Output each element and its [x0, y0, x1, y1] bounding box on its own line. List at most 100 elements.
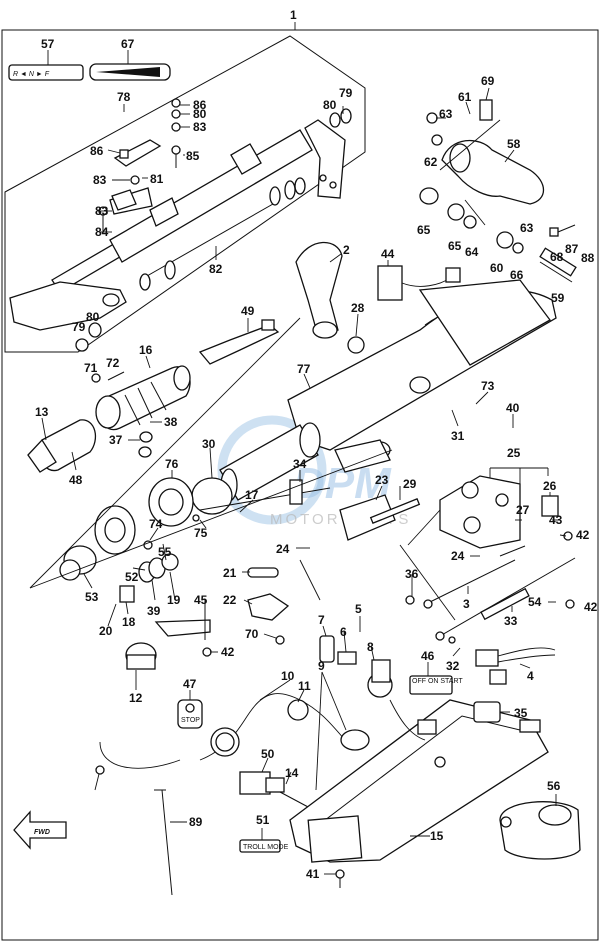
part-71	[91, 373, 101, 383]
label-77: 77	[297, 362, 311, 376]
key-switch-group	[319, 635, 437, 741]
label-80-a: 80	[193, 107, 207, 121]
label-42-b: 42	[584, 600, 598, 614]
label-63-a: 63	[439, 107, 453, 121]
label-80-b: 80	[323, 98, 337, 112]
label-16: 16	[139, 343, 153, 357]
stop-tag-text: STOP	[181, 717, 200, 724]
label-13: 13	[35, 405, 49, 419]
label-3: 3	[463, 597, 470, 611]
part-56	[499, 801, 581, 860]
label-75: 75	[194, 526, 208, 540]
label-4: 4	[527, 669, 534, 683]
label-22: 22	[223, 593, 237, 607]
label-73: 73	[481, 379, 495, 393]
label-55: 55	[158, 545, 172, 559]
leader-lines	[41, 50, 567, 875]
label-71: 71	[84, 361, 98, 375]
label-51: 51	[256, 813, 270, 827]
label-18: 18	[122, 615, 136, 629]
label-79-a: 79	[339, 86, 353, 100]
label-7: 7	[318, 613, 325, 627]
label-9: 9	[318, 659, 325, 673]
label-6: 6	[340, 625, 347, 639]
label-64: 64	[465, 245, 479, 259]
label-86-a: 86	[193, 98, 207, 112]
label-63-b: 63	[520, 221, 534, 235]
label-29: 29	[403, 477, 417, 491]
label-38: 38	[164, 415, 178, 429]
trollmode-text: TROLL MODE	[243, 844, 289, 851]
label-84: 84	[95, 225, 109, 239]
label-87: 87	[565, 242, 579, 256]
label-1: 1	[290, 8, 297, 22]
label-66: 66	[510, 268, 524, 282]
label-19: 19	[167, 593, 181, 607]
label-80-c: 80	[86, 310, 100, 324]
label-83-a: 83	[193, 120, 207, 134]
subassembly-box-78	[4, 35, 366, 353]
label-65-b: 65	[448, 239, 462, 253]
decal-57-text: R ◄ N ► F	[13, 71, 50, 78]
label-52: 52	[125, 570, 139, 584]
label-5: 5	[355, 602, 362, 616]
switch-plate-text: OFF ON START	[412, 678, 463, 685]
label-85: 85	[186, 149, 200, 163]
label-82: 82	[209, 262, 223, 276]
tiller-shaft	[9, 98, 352, 352]
label-25: 25	[507, 446, 521, 460]
linkage-right	[339, 475, 576, 644]
label-57: 57	[41, 37, 55, 51]
label-42-a: 42	[576, 528, 590, 542]
label-36: 36	[405, 567, 419, 581]
label-37: 37	[109, 433, 123, 447]
label-79-b: 79	[72, 320, 86, 334]
label-2: 2	[343, 243, 350, 257]
decal-67	[89, 63, 171, 81]
label-34: 34	[293, 457, 307, 471]
label-35: 35	[514, 706, 528, 720]
label-83-b: 83	[93, 173, 107, 187]
label-21: 21	[223, 566, 237, 580]
label-31: 31	[451, 429, 465, 443]
label-40: 40	[506, 401, 520, 415]
label-41: 41	[306, 867, 320, 881]
label-49: 49	[241, 304, 255, 318]
label-56: 56	[547, 779, 561, 793]
decal-57: R ◄ N ► F	[8, 64, 84, 81]
part-41	[335, 869, 345, 879]
label-83-c: 83	[95, 204, 109, 218]
stop-tag-47: STOP	[177, 699, 203, 729]
part-49	[198, 319, 280, 365]
label-68: 68	[550, 250, 564, 264]
label-46: 46	[421, 649, 435, 663]
label-10: 10	[281, 669, 295, 683]
label-27: 27	[516, 503, 530, 517]
label-89: 89	[189, 815, 203, 829]
label-14: 14	[285, 766, 299, 780]
label-48: 48	[69, 473, 83, 487]
throttle-grip-group	[27, 365, 191, 473]
label-24-b: 24	[451, 549, 465, 563]
label-72: 72	[106, 356, 120, 370]
label-43: 43	[549, 513, 563, 527]
throttle-shaft-group	[59, 422, 391, 603]
label-67: 67	[121, 37, 135, 51]
lanyard-cord	[94, 693, 370, 791]
part-35	[473, 701, 501, 723]
switch-plate-46: OFF ON START	[409, 675, 463, 695]
label-42-c: 42	[221, 645, 235, 659]
label-54: 54	[528, 595, 542, 609]
label-74: 74	[149, 517, 163, 531]
label-59: 59	[551, 291, 565, 305]
label-70: 70	[245, 627, 259, 641]
label-30: 30	[202, 437, 216, 451]
label-53: 53	[85, 590, 99, 604]
label-76: 76	[165, 457, 179, 471]
harness-4	[475, 647, 556, 685]
label-44: 44	[381, 247, 395, 261]
label-78: 78	[117, 90, 131, 104]
label-86-b: 86	[90, 144, 104, 158]
linkage-parts	[154, 567, 290, 657]
